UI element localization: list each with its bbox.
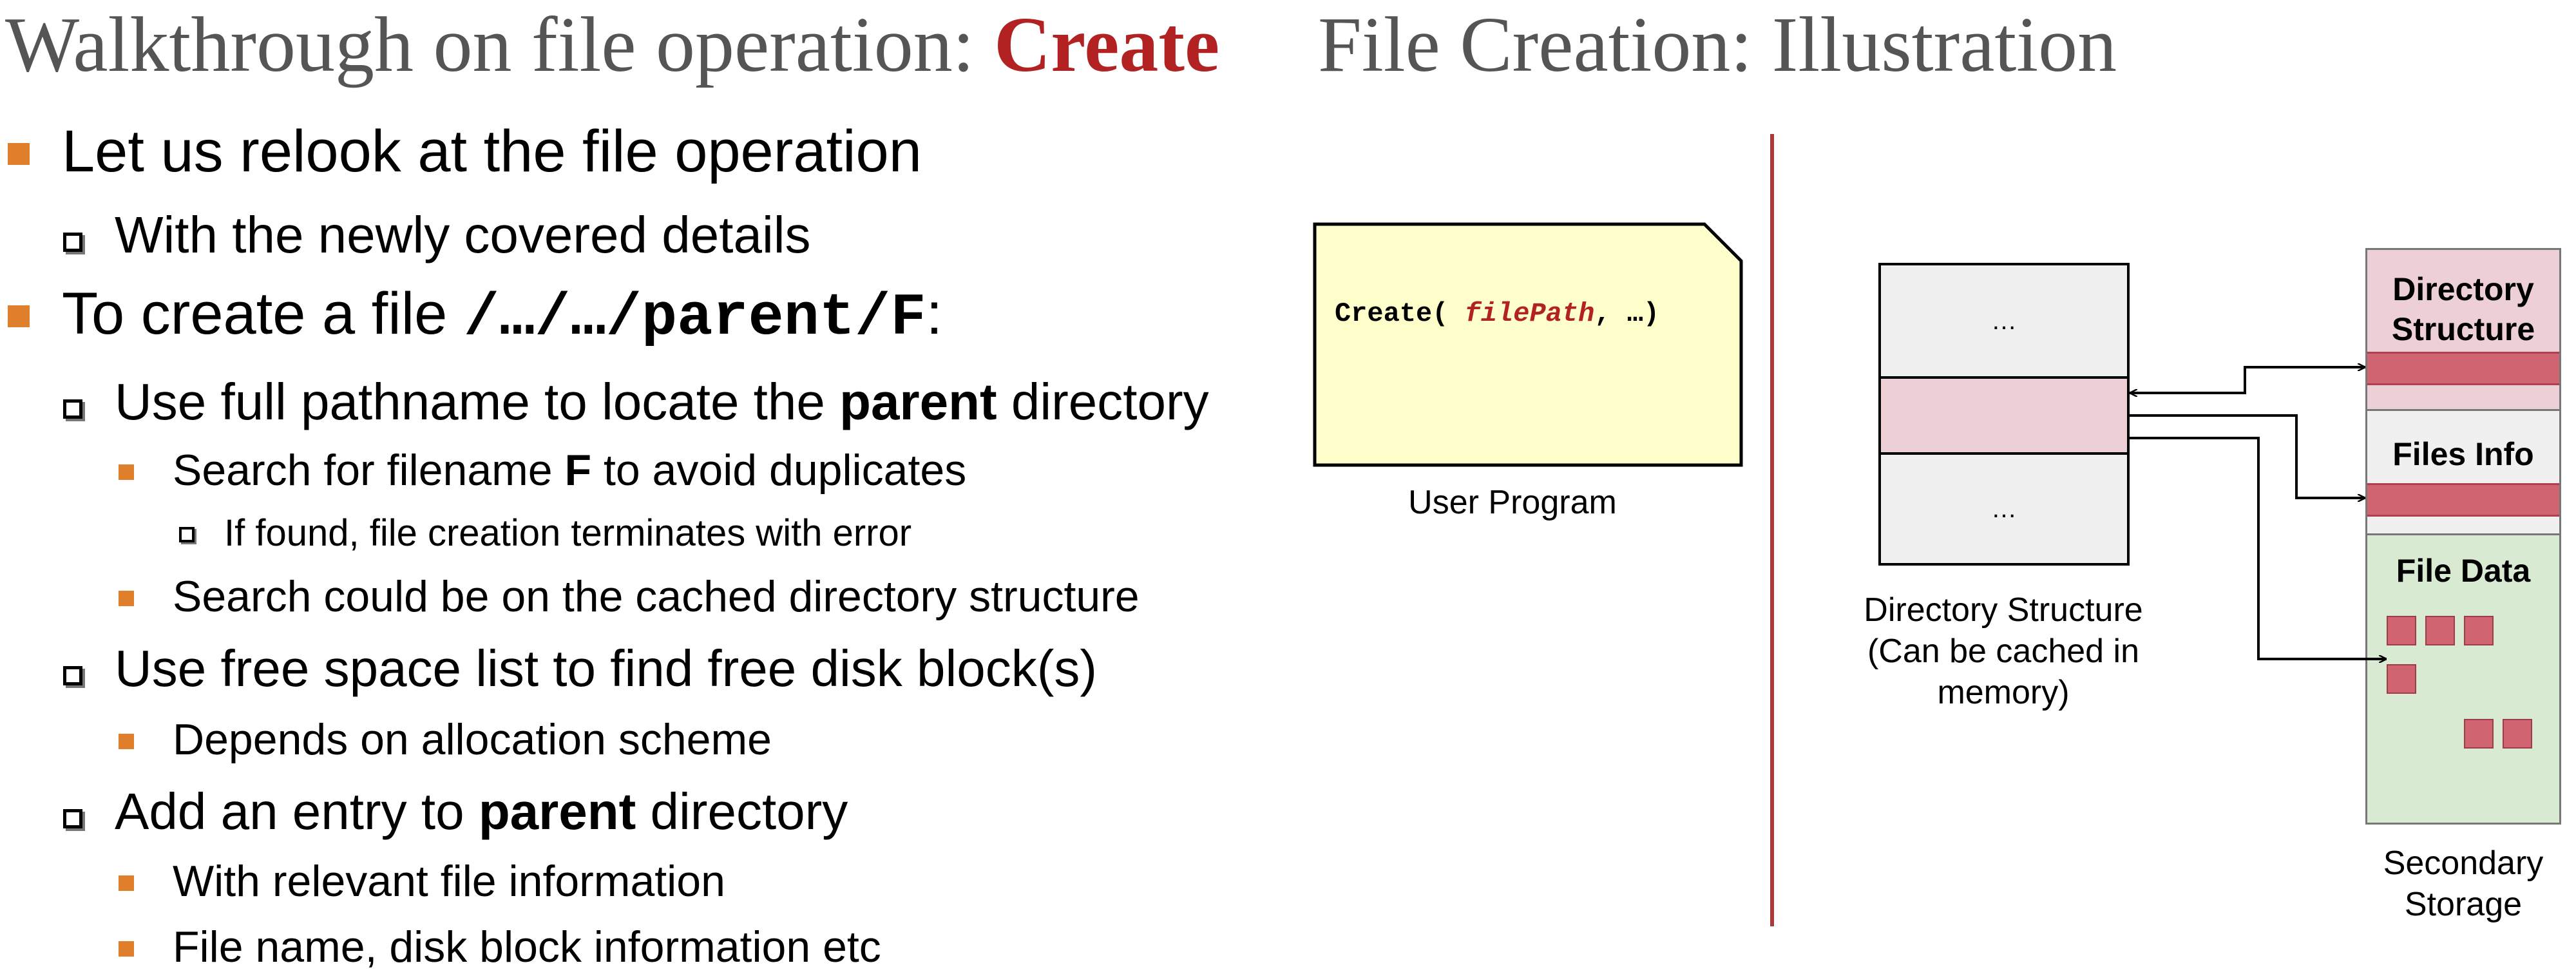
hollow-square-bullet-icon <box>63 666 82 685</box>
hollow-square-bullet-icon <box>63 399 82 419</box>
storage-files-info-section: Files Info <box>2367 409 2559 535</box>
title-emphasis-create: Create <box>994 1 1220 88</box>
orange-square-bullet-icon <box>8 143 30 165</box>
data-block <box>2387 664 2416 694</box>
data-block <box>2464 719 2494 749</box>
directory-cell-bottom: … <box>1878 452 2130 566</box>
create-call-code: Create( filePath, …) <box>1335 298 1660 329</box>
file-data-label: File Data <box>2396 553 2531 589</box>
data-block <box>2425 616 2455 645</box>
user-program-note: Create( filePath, …) <box>1313 222 1743 467</box>
storage-directory-label: Directory Structure <box>2391 271 2535 347</box>
orange-square-bullet-icon <box>119 875 134 891</box>
files-info-label: Files Info <box>2392 436 2534 472</box>
arrow-icon <box>2130 437 2387 659</box>
secondary-storage: Directory Structure Files Info File Data <box>2365 248 2561 825</box>
directory-structure-caption: Directory Structure (Can be cached in me… <box>1864 591 2143 711</box>
arrow-icon <box>2130 367 2365 393</box>
bullet-list: Let us relook at the file operation With… <box>0 0 1288 973</box>
orange-square-bullet-icon <box>8 305 30 327</box>
data-block <box>2387 616 2416 645</box>
hollow-square-bullet-icon <box>179 527 195 542</box>
hollow-square-bullet-icon <box>63 233 82 252</box>
orange-square-bullet-icon <box>119 941 134 957</box>
data-block <box>2464 616 2494 645</box>
vertical-divider <box>1770 134 1774 926</box>
directory-entry-stripe <box>2367 352 2559 385</box>
note-shape <box>1313 222 1743 467</box>
orange-square-bullet-icon <box>119 464 134 480</box>
files-info-stripe <box>2367 483 2559 517</box>
arrow-icon <box>2130 414 2365 498</box>
hollow-square-bullet-icon <box>63 809 82 828</box>
directory-cell-top: … <box>1878 263 2130 379</box>
data-block <box>2503 719 2532 749</box>
file-path-code: /…/…/parent/F <box>463 284 926 352</box>
storage-directory-section: Directory Structure <box>2367 250 2559 409</box>
left-slide-title: Walkthrough on file operation: Create <box>5 1 1220 88</box>
orange-square-bullet-icon <box>119 734 134 749</box>
secondary-storage-caption: Secondary Storage <box>2383 845 2544 923</box>
right-slide-title: File Creation: Illustration <box>1318 1 2117 88</box>
user-program-caption: User Program <box>1408 484 1617 521</box>
orange-square-bullet-icon <box>119 591 134 606</box>
storage-file-data-section: File Data <box>2367 533 2559 823</box>
